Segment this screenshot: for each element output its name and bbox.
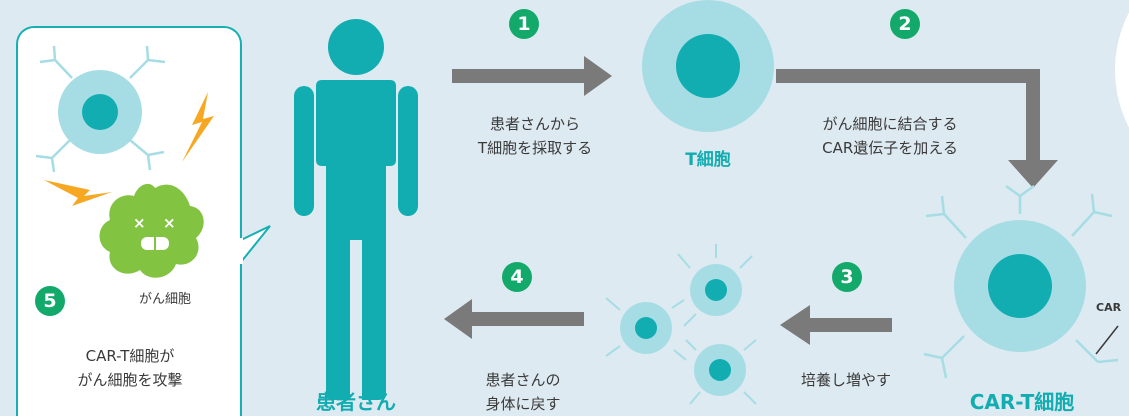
patient-label: 患者さん: [316, 390, 396, 414]
arrow-step1-icon: [452, 56, 612, 96]
patient-figure-icon: [294, 19, 418, 400]
step-4-caption-line1: 患者さんの: [485, 371, 561, 389]
step-4-caption-line2: 身体に戻す: [485, 395, 561, 413]
step-2-badge: 2: [890, 9, 920, 39]
step-5-caption-line1: CAR-T細胞が: [85, 347, 175, 365]
step-1-caption-line1: 患者さんから: [489, 115, 580, 133]
car-t-cell-nucleus: [988, 254, 1052, 318]
step-3-badge: 3: [832, 262, 862, 292]
step-2-caption-line2: CAR遺伝子を加える: [822, 139, 958, 157]
arrow-step3-icon: [780, 305, 892, 345]
step-1-caption-line2: T細胞を採取する: [477, 139, 593, 157]
lightning-icon: [182, 92, 214, 162]
svg-text:×: ×: [133, 214, 146, 232]
car-pointer-line: [1095, 325, 1119, 355]
step-2-caption: がん細胞に結合する CAR遺伝子を加える: [790, 112, 990, 160]
svg-text:×: ×: [163, 214, 176, 232]
panel-t-cell-icon: [35, 45, 166, 173]
car-t-cell-label: CAR-T細胞: [969, 390, 1075, 414]
multiplied-cells-icon: [605, 244, 757, 405]
step-5-caption: CAR-T細胞が がん細胞を攻撃: [30, 344, 230, 392]
t-cell-nucleus: [676, 34, 740, 98]
step-5-caption-line2: がん細胞を攻撃: [77, 371, 183, 389]
lightning-icon: [44, 180, 112, 206]
step-3-caption: 培養し増やす: [800, 371, 891, 389]
car-t-cell-receptors: [923, 184, 1119, 379]
step-5-badge: 5: [35, 286, 65, 316]
step-4-caption: 患者さんの 身体に戻す: [448, 368, 598, 416]
cancer-cell-label: がん細胞: [138, 292, 191, 307]
step-2-caption-line1: がん細胞に結合する: [822, 115, 958, 133]
panel-tail: [240, 225, 271, 265]
offscreen-circle: [1115, 12, 1129, 128]
cancer-cell-icon: × ×: [99, 183, 204, 278]
step-1-badge: 1: [509, 9, 539, 39]
arrow-step2-icon: [776, 69, 1058, 188]
car-label: CAR: [1096, 301, 1122, 314]
step-1-caption: 患者さんから T細胞を採取する: [440, 112, 630, 160]
arrow-step4-icon: [444, 299, 584, 339]
t-cell-label: T細胞: [685, 150, 731, 170]
panel-t-cell-nucleus: [82, 94, 118, 130]
step-4-badge: 4: [502, 262, 532, 292]
